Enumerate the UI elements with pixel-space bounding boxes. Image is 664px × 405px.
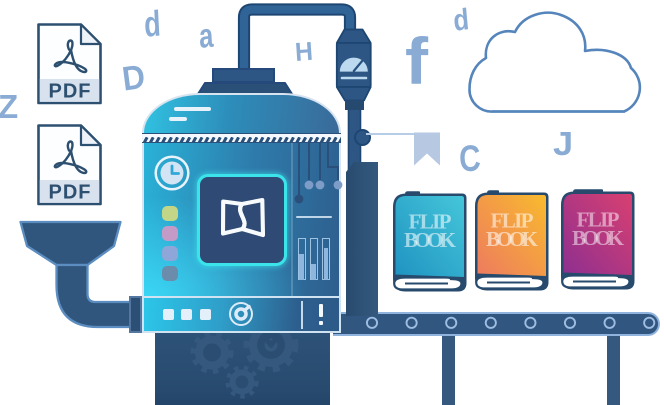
svg-text:FLIP: FLIP: [577, 208, 620, 232]
svg-text:BOOK: BOOK: [404, 228, 457, 252]
svg-text:FLIP: FLIP: [491, 208, 534, 232]
svg-text:PDF: PDF: [49, 81, 92, 103]
svg-text:PDF: PDF: [49, 182, 92, 204]
svg-text:FLIP: FLIP: [408, 210, 451, 234]
svg-text:BOOK: BOOK: [486, 227, 539, 251]
svg-text:BOOK: BOOK: [572, 226, 625, 250]
